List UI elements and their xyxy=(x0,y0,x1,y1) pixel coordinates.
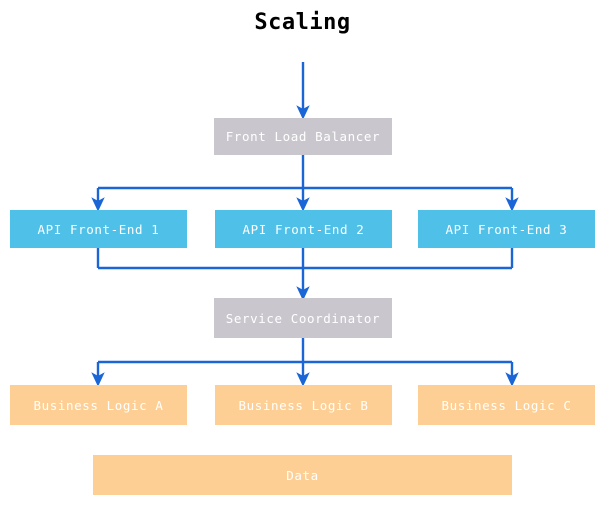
node-business-logic-a[interactable]: Business Logic A xyxy=(10,385,187,425)
node-api-front-end-3[interactable]: API Front-End 3 xyxy=(418,210,595,248)
node-business-logic-c[interactable]: Business Logic C xyxy=(418,385,595,425)
node-front-load-balancer[interactable]: Front Load Balancer xyxy=(214,118,392,155)
node-api-front-end-2[interactable]: API Front-End 2 xyxy=(215,210,392,248)
page-title: Scaling xyxy=(254,10,351,35)
node-data[interactable]: Data xyxy=(93,455,512,495)
node-business-logic-b[interactable]: Business Logic B xyxy=(215,385,392,425)
node-api-front-end-1[interactable]: API Front-End 1 xyxy=(10,210,187,248)
node-service-coordinator[interactable]: Service Coordinator xyxy=(214,298,392,338)
